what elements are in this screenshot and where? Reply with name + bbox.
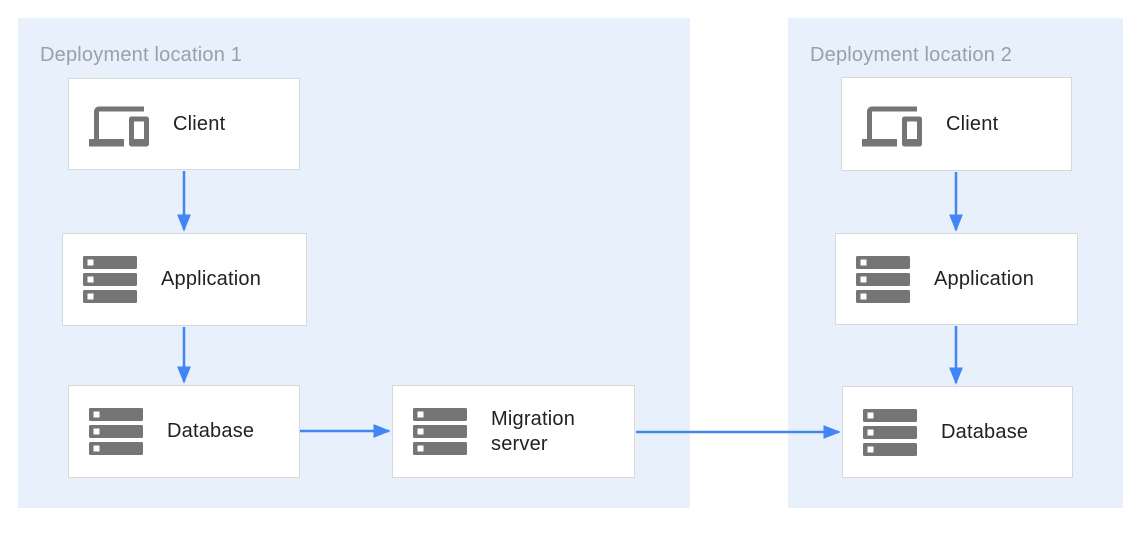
node-label: Application: [934, 267, 1035, 290]
node-label: Client: [173, 112, 226, 135]
region-title: Deployment location 1: [40, 44, 243, 66]
node-application-1: Application: [62, 233, 307, 326]
devices-icon: [862, 101, 922, 147]
storage-icon: [863, 408, 917, 456]
node-label: Client: [946, 112, 999, 135]
node-label: Database: [941, 420, 1029, 443]
node-label: Migration server: [491, 407, 576, 455]
node-label: Application: [161, 268, 262, 290]
node-database-2: Database: [842, 386, 1073, 478]
storage-icon: [413, 408, 467, 455]
node-database-1: Database: [68, 385, 300, 478]
node-client-1: Client: [68, 78, 300, 170]
node-application-2: Application: [835, 233, 1078, 325]
devices-icon: [89, 101, 149, 147]
node-client-2: Client: [841, 77, 1072, 171]
node-label: Database: [167, 420, 255, 442]
region-title: Deployment location 2: [810, 44, 1013, 66]
storage-icon: [89, 408, 143, 455]
storage-icon: [856, 255, 910, 303]
storage-icon: [83, 256, 137, 303]
node-migration-server: Migration server: [392, 385, 635, 478]
